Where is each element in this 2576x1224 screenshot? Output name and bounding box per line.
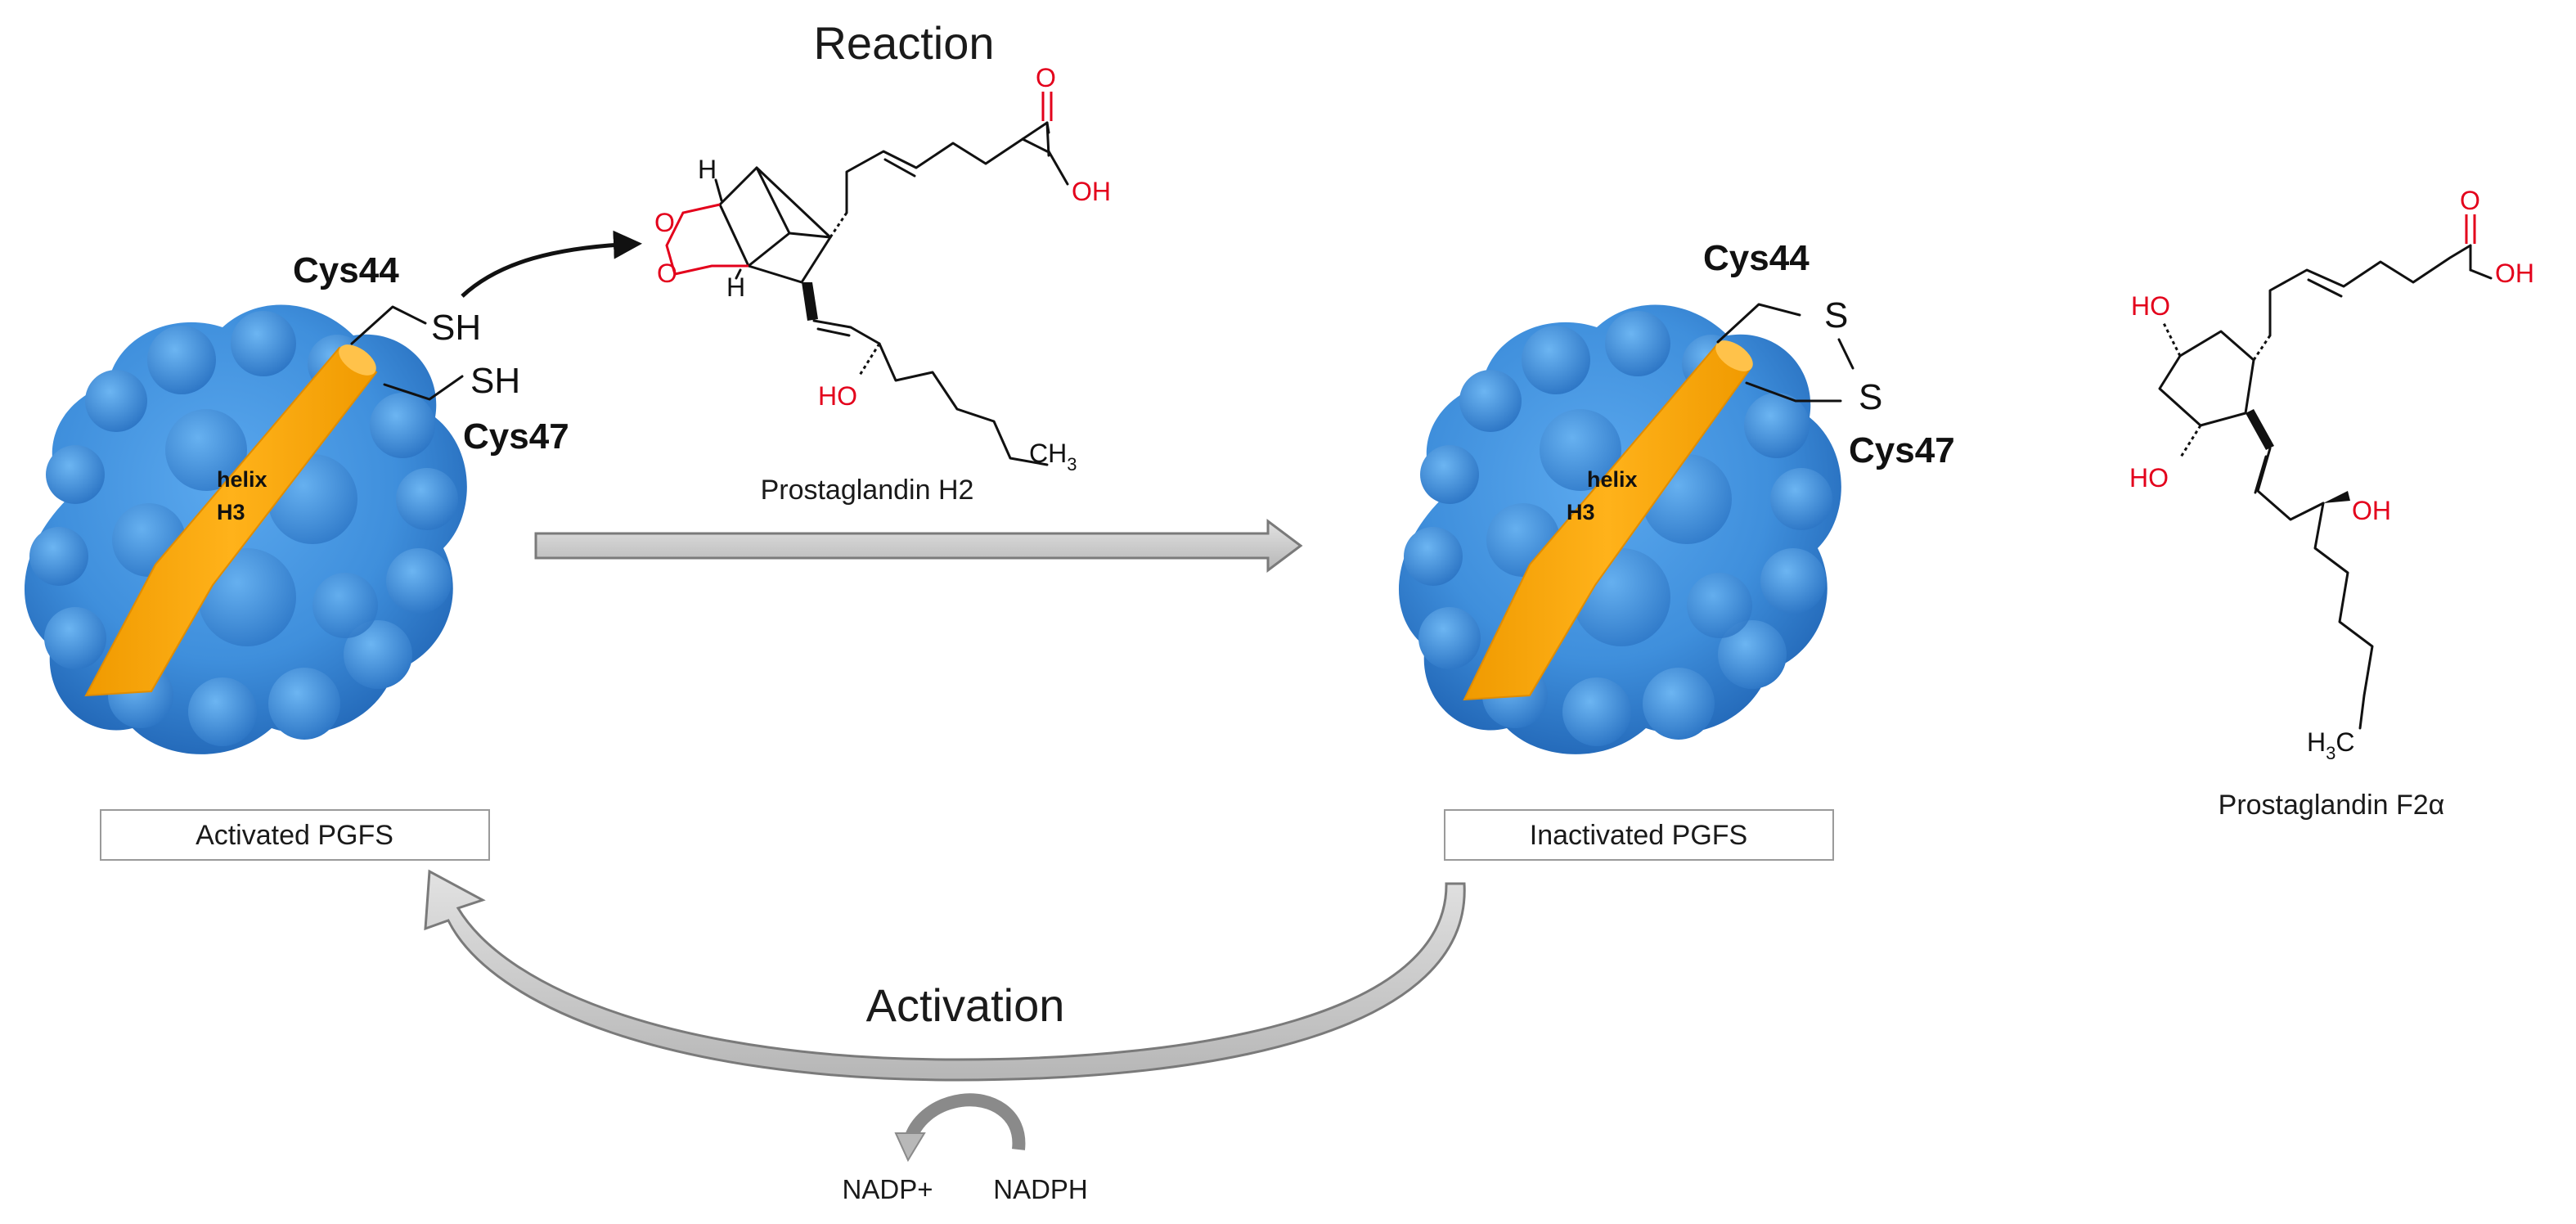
inactivated-pgfs-label: Inactivated PGFS: [1530, 820, 1747, 851]
reaction-arrow: [534, 519, 1303, 573]
s-label-cys44: S: [1824, 295, 1848, 335]
nadph-label: NADPH: [993, 1174, 1088, 1204]
inactivated-pgfs-box: [1444, 809, 1834, 861]
activated-pgfs-box: [100, 809, 490, 861]
pgh2-ch3: CH3: [1029, 439, 1077, 475]
helix-label-line2: H3: [217, 500, 245, 524]
peroxide-o-2: O: [657, 259, 677, 288]
pgf-carbonyl-o: O: [2460, 186, 2480, 215]
pgf-h3c: H3C: [2307, 727, 2354, 763]
prostaglandin-h2-structure: O O H H O OH HO CH3: [654, 63, 1111, 475]
activated-pgfs-label: Activated PGFS: [196, 820, 393, 851]
svg-text:H: H: [726, 272, 745, 302]
cys44-bond-right: [1716, 303, 1801, 344]
activated-pgfs-protein: helix H3: [24, 304, 467, 754]
pgh2-carbonyl-o: O: [1036, 63, 1056, 92]
activation-arrow: [424, 869, 1466, 1082]
cys47-bond-right: [1745, 381, 1842, 403]
sh-label-cys47: SH: [470, 361, 520, 401]
helix-label-line1-right: helix: [1587, 467, 1638, 492]
nadp-label: NADP+: [843, 1174, 933, 1204]
pgf-ho-2: HO: [2129, 463, 2169, 493]
cofactor-arrowhead: [894, 1132, 926, 1163]
s-label-cys47: S: [1859, 377, 1882, 417]
pgh2-oh: OH: [1072, 177, 1111, 206]
prostaglandin-f2a-structure: HO HO O OH OH H3C: [2129, 186, 2534, 763]
svg-text:H: H: [698, 155, 717, 184]
prostaglandin-f2a-label: Prostaglandin F2α: [2219, 790, 2445, 821]
cys44-label-right: Cys44: [1703, 238, 1809, 278]
prostaglandin-h2-label: Prostaglandin H2: [761, 475, 974, 506]
reaction-heading: Reaction: [813, 17, 994, 69]
cys44-bond-left: [350, 305, 427, 345]
pgh2-ho: HO: [818, 381, 857, 411]
disulfide-bond: [1837, 338, 1854, 370]
cys47-label-left: Cys47: [463, 416, 569, 457]
cys47-label-right: Cys47: [1849, 430, 1955, 470]
cys44-label-left: Cys44: [293, 250, 399, 290]
helix-label-line1: helix: [217, 467, 267, 492]
activation-heading: Activation: [866, 979, 1065, 1031]
helix-label-line2-right: H3: [1567, 500, 1595, 524]
inactivated-pgfs-protein: helix H3: [1398, 304, 1841, 754]
pgf-oh-side: OH: [2352, 496, 2391, 525]
pgf-ho-1: HO: [2131, 291, 2170, 321]
sh-label-cys44: SH: [431, 308, 481, 348]
cys47-bond-left: [383, 375, 464, 401]
peroxide-o-1: O: [654, 208, 675, 237]
attack-arrow: [461, 230, 642, 298]
pgf-oh-acid: OH: [2495, 259, 2534, 288]
cofactor-arrow: [903, 1093, 1026, 1150]
helix-h3-left: [84, 346, 378, 697]
